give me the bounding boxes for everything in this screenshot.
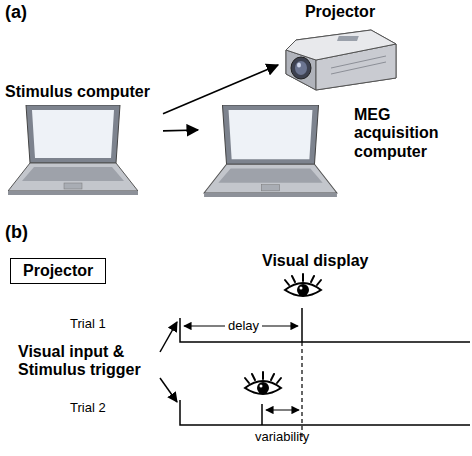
- node-label: Stimulus computer: [5, 83, 163, 101]
- projector-node: Projector: [278, 3, 402, 97]
- computer-node: MEG acquisition computer: [198, 100, 470, 200]
- node-label: Projector: [278, 3, 402, 21]
- interval-label: delay: [225, 318, 262, 333]
- arrow-connector: [163, 65, 278, 114]
- computer-node: Stimulus computer: [5, 83, 163, 197]
- annotation-text: Visual input & Stimulus trigger: [18, 343, 158, 380]
- process-box: Projector: [10, 258, 106, 284]
- panel-label: (a): [5, 2, 27, 23]
- trial-label: Trial 1: [70, 316, 106, 331]
- node-label: Projector: [23, 262, 93, 280]
- trial-label: Trial 2: [70, 400, 106, 415]
- node-label: MEG acquisition computer: [354, 106, 464, 161]
- interval-label: variability: [255, 429, 309, 444]
- arrow-connector: [163, 129, 198, 131]
- annotation-text: Visual display: [262, 252, 368, 270]
- panel-label: (b): [5, 222, 28, 243]
